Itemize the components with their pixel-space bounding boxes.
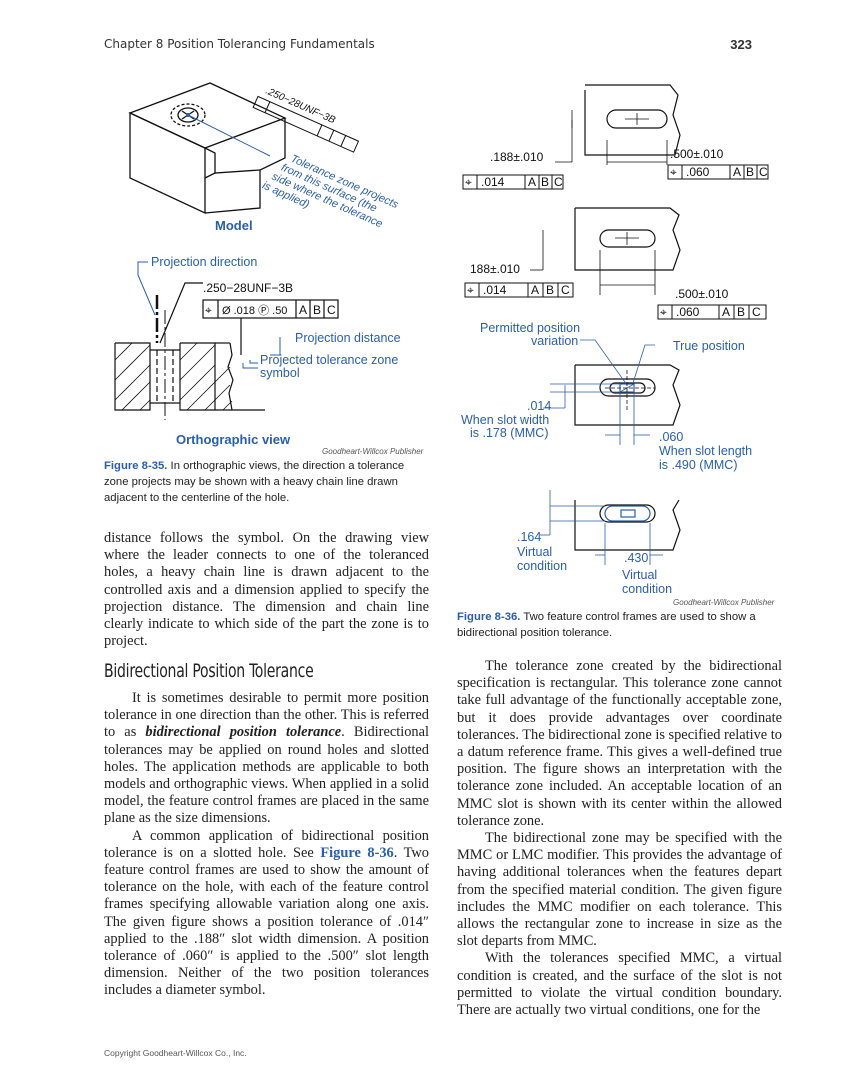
projection-distance-label: Projection distance — [295, 331, 401, 345]
fcf-b-datum-b: B — [546, 283, 554, 297]
fcf-060-b-symbol: ⌖ — [660, 305, 667, 319]
value-060: .060 — [659, 430, 684, 444]
dim-500-a: .500±.010 — [670, 147, 724, 161]
condition-label-2: condition — [622, 582, 673, 596]
section-heading: Bidirectional Position Tolerance — [104, 660, 314, 682]
value-430: .430 — [624, 551, 649, 565]
p1-text-b: . Bidirectional tolerances may be applie… — [104, 724, 429, 827]
projected-zone-symbol-label-2: symbol — [260, 366, 300, 380]
fcf-a-datum-b: B — [541, 175, 549, 189]
fcf-b2-datum-a: A — [722, 305, 730, 319]
permitted-position-label-2: variation — [531, 334, 579, 348]
fcf-b2-datum-b: B — [737, 305, 745, 319]
left-column-body: It is sometimes desirable to permit more… — [104, 690, 429, 1000]
fcf-014-b-symbol: ⌖ — [467, 283, 474, 297]
fcf-a2-datum-b: B — [746, 165, 754, 179]
dim-188-b: 188±.010 — [470, 262, 520, 276]
fig36-caption: Figure 8-36. Two feature control frames … — [457, 609, 782, 641]
virtual-label-2: Virtual — [622, 568, 658, 582]
fcf-a2-datum-c: C — [759, 165, 768, 179]
orthographic-view-label: Orthographic view — [176, 432, 291, 447]
value-014: .014 — [527, 399, 552, 413]
fcf-datum-a: A — [299, 303, 307, 317]
p2-text-b: . Two feature control frames are used to… — [104, 844, 430, 999]
copyright-footer: Copyright Goodheart-Willcox Co., Inc. — [104, 1048, 247, 1058]
fcf-060-a: .060 — [686, 165, 710, 179]
fig35-caption-text: In orthographic views, the direction a t… — [104, 460, 405, 504]
projection-direction-label: Projection direction — [151, 255, 258, 269]
condition-label-1: condition — [517, 559, 568, 573]
fig35-caption: Figure 8-35. In orthographic views, the … — [104, 458, 426, 506]
fcf-datum-c: C — [327, 303, 336, 317]
fcf-060-a-symbol: ⌖ — [670, 165, 677, 179]
dim-500-b: .500±.010 — [675, 287, 729, 301]
slot-width-label-2: is .178 (MMC) — [470, 426, 549, 440]
figure-8-36-link[interactable]: Figure 8-36 — [320, 844, 394, 861]
model-thread-callout: .250−28UNF−3B — [264, 86, 337, 127]
fcf-datum-b: B — [313, 303, 321, 317]
fcf-a-datum-c: C — [554, 175, 563, 189]
fcf-a-datum-a: A — [528, 175, 536, 189]
right-column-body: The tolerance zone created by the bidire… — [457, 658, 782, 1019]
p1-term: bidirectional position tolerance — [145, 724, 342, 741]
slot-length-label-1: When slot length — [659, 444, 753, 458]
model-label: Model — [215, 218, 253, 233]
dim-188-a: .188±.010 — [490, 150, 544, 164]
p1-text-a: It is sometimes desirable to permit more… — [104, 690, 429, 741]
fig36-credit: Goodheart-Willcox Publisher — [673, 598, 775, 607]
page-number: 323 — [730, 37, 752, 52]
fcf-014-a-symbol: ⌖ — [465, 175, 472, 189]
slot-length-label-2: is .490 (MMC) — [659, 458, 738, 472]
fig36-caption-text: Two feature control frames are used to s… — [457, 611, 756, 639]
fcf-014-a: .014 — [481, 175, 505, 189]
virtual-label-1: Virtual — [517, 545, 553, 559]
intro-paragraph: distance follows the symbol. On the draw… — [104, 530, 429, 650]
thread-callout: .250−28UNF−3B — [203, 281, 293, 295]
fcf-a2-datum-a: A — [733, 165, 741, 179]
true-position-label: True position — [673, 339, 745, 353]
figure-8-35-model: .250−28UNF−3B Tolerance zone projects fr… — [128, 82, 402, 246]
left-column-intro: distance follows the symbol. On the draw… — [104, 530, 429, 650]
right-paragraph-1: The tolerance zone created by the bidire… — [457, 658, 782, 829]
value-164: .164 — [517, 530, 542, 544]
model-tolerance-note: Tolerance zone projects from this surfac… — [260, 147, 402, 246]
fcf-060-b: .060 — [676, 305, 700, 319]
permitted-position-label-1: Permitted position — [480, 321, 581, 335]
fcf-b2-datum-c: C — [752, 305, 761, 319]
fig35-caption-label: Figure 8-35. — [104, 460, 168, 472]
fcf-014-b: .014 — [483, 283, 507, 297]
fcf-b-datum-c: C — [561, 283, 570, 297]
paragraph-1: It is sometimes desirable to permit more… — [104, 690, 429, 828]
figure-8-35-orthographic: .250−28UNF−3B ⌖ Ø .018 Ⓟ .50 A B C — [114, 261, 339, 420]
right-paragraph-3: With the tolerances specified MMC, a vir… — [457, 950, 782, 1019]
slot-width-label-1: When slot width — [461, 413, 550, 427]
fig36-caption-label: Figure 8-36. — [457, 611, 521, 623]
fcf-tolerance: Ø .018 Ⓟ .50 — [222, 304, 287, 317]
fcf-b-datum-a: A — [531, 283, 539, 297]
paragraph-2: A common application of bidirectional po… — [104, 828, 429, 1000]
figure-8-36: .188±.010 ⌖ .014 A B C .500±.010 ⌖ .060 … — [462, 84, 769, 565]
fcf-position-symbol: ⌖ — [205, 303, 212, 317]
fig35-credit: Goodheart-Willcox Publisher — [322, 447, 424, 456]
running-header: Chapter 8 Position Tolerancing Fundament… — [104, 37, 375, 51]
p2-text-a: A common application of bidirectional po… — [104, 827, 429, 861]
projected-zone-symbol-label-1: Projected tolerance zone — [260, 353, 399, 367]
right-paragraph-2: The bidirectional zone may be specified … — [457, 830, 782, 950]
